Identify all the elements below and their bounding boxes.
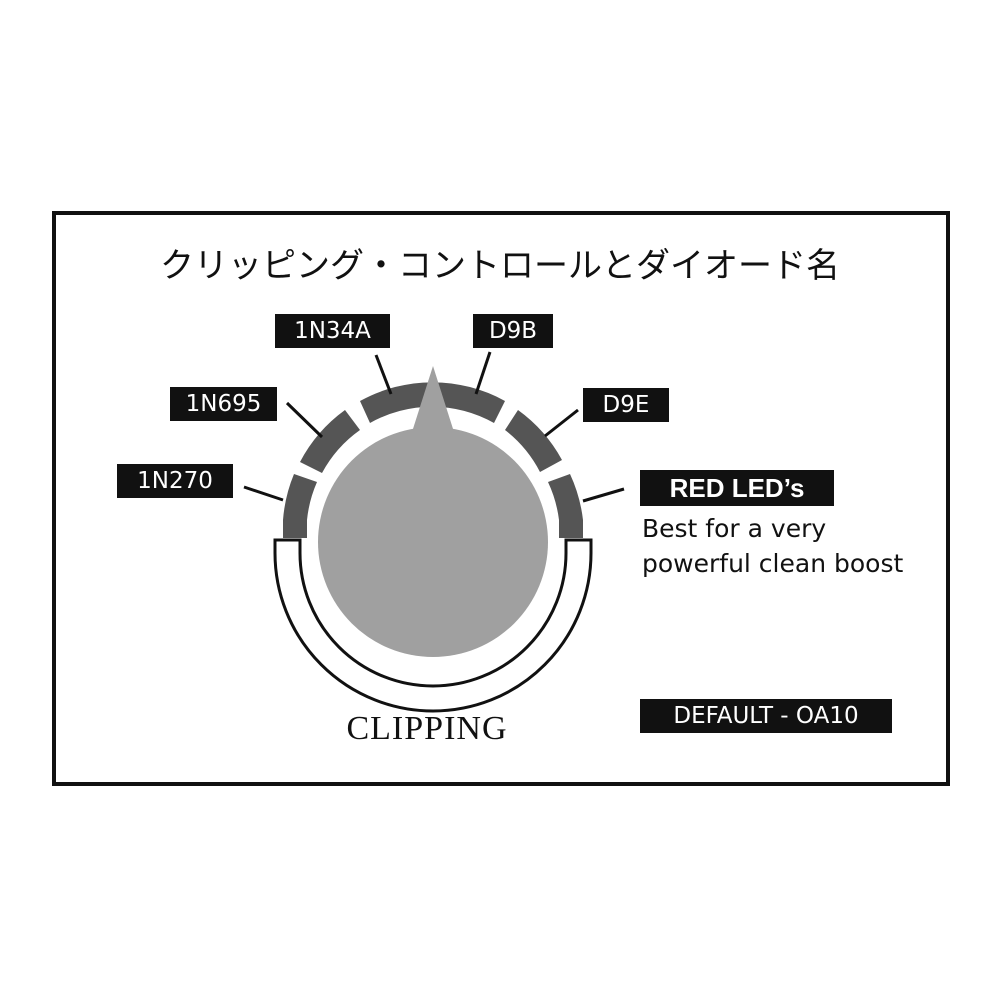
tick-line-1n34a xyxy=(374,354,393,395)
knob-outer-track xyxy=(273,538,593,713)
diode-label-d9e: D9E xyxy=(583,388,669,422)
tick-line-1n270 xyxy=(243,485,284,502)
red-led-description-line1: Best for a very xyxy=(642,514,827,543)
diode-label-1n270: 1N270 xyxy=(117,464,233,498)
diagram-frame xyxy=(52,211,950,786)
tick-line-1n695 xyxy=(285,401,324,439)
tick-line-red-led xyxy=(582,487,625,503)
knob-pointer xyxy=(412,366,454,432)
tick-line-d9e xyxy=(544,408,579,438)
knob-body xyxy=(318,427,548,657)
red-led-description-line2: powerful clean boost xyxy=(642,549,904,578)
knob-segment-5 xyxy=(548,474,583,538)
diode-label-d9b: D9B xyxy=(473,314,553,348)
diode-label-1n34a: 1N34A xyxy=(275,314,390,348)
knob-segment-2 xyxy=(300,410,360,473)
clipping-knob-label: CLIPPING xyxy=(346,710,508,747)
diagram-title: クリッピング・コントロールとダイオード名 xyxy=(160,246,840,286)
tick-line-d9b xyxy=(474,351,492,395)
default-diode-label: DEFAULT - OA10 xyxy=(640,699,892,733)
diode-label-1n695: 1N695 xyxy=(170,387,277,421)
knob-segment-4 xyxy=(505,410,562,472)
diode-label-red-leds: RED LED’s xyxy=(640,470,834,506)
knob-segment-1 xyxy=(283,474,317,538)
